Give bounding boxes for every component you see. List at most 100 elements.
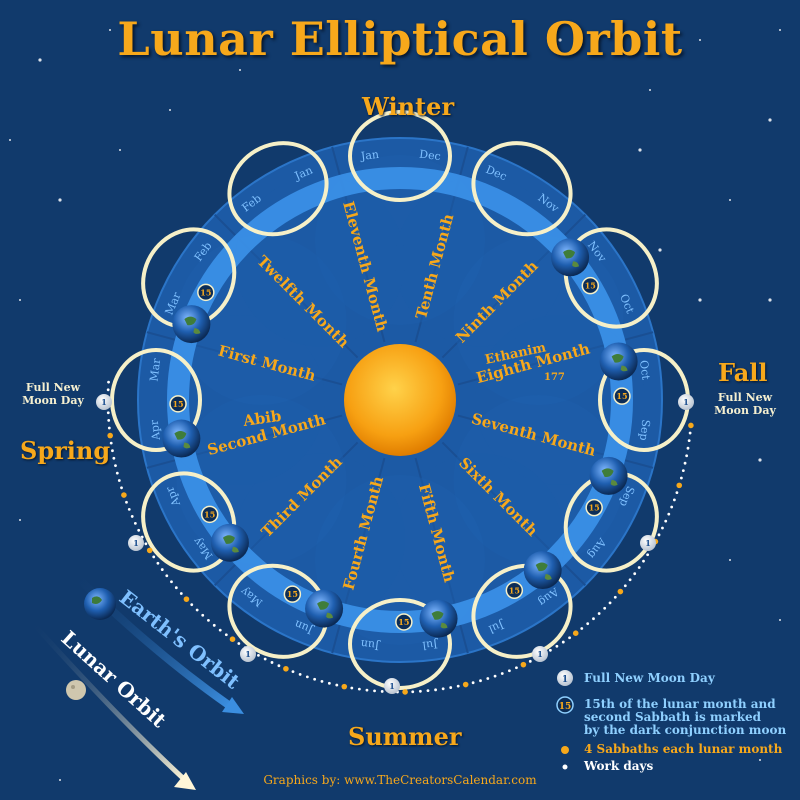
work-day-dot	[127, 507, 131, 511]
star	[638, 148, 642, 152]
sabbath-dot	[462, 681, 469, 688]
svg-text:1: 1	[245, 649, 251, 659]
sector-shade	[315, 155, 485, 325]
fifteen-badge	[283, 585, 302, 603]
work-day-dot	[683, 461, 687, 465]
star	[19, 299, 21, 301]
svg-text:15: 15	[616, 391, 627, 401]
ring-month-label: Jul	[486, 618, 506, 636]
work-day-dot	[561, 640, 565, 644]
work-day-dot	[479, 679, 482, 683]
work-day-dot	[548, 648, 552, 652]
work-day-dot	[686, 446, 690, 450]
season-summer: Summer	[348, 722, 462, 751]
work-day-dot	[568, 636, 571, 640]
star	[239, 69, 241, 71]
star	[19, 519, 21, 521]
work-day-dot	[298, 672, 302, 676]
legend-sabbaths: 4 Sabbaths each lunar month	[584, 742, 783, 756]
work-day-dot	[263, 657, 267, 661]
sabbath-dot	[283, 665, 289, 672]
lunar-loop	[141, 227, 237, 329]
work-day-dot	[277, 664, 281, 668]
work-day-dot	[365, 688, 369, 692]
svg-text:15: 15	[287, 589, 298, 599]
work-day-dot	[597, 612, 601, 615]
ring-month-label: Mar	[147, 357, 163, 382]
star	[658, 248, 662, 252]
new-moon-badge	[678, 394, 694, 410]
lunar-loop	[110, 348, 202, 452]
fifteen-badge	[197, 283, 215, 302]
fifteen-badge	[169, 395, 187, 413]
work-day-dot	[160, 568, 164, 571]
svg-text:15: 15	[172, 399, 183, 409]
page-title: Lunar Elliptical Orbit	[117, 12, 683, 66]
star	[649, 89, 651, 91]
star	[119, 149, 121, 151]
work-day-dot	[411, 690, 415, 694]
svg-text:1: 1	[133, 538, 139, 548]
svg-text:15: 15	[509, 585, 520, 595]
fifteen-badge	[613, 387, 631, 405]
work-day-dot	[608, 601, 612, 605]
work-day-dot	[111, 449, 114, 453]
work-day-dot	[664, 519, 668, 523]
work-day-dot	[661, 526, 664, 530]
fifteen-badge	[505, 581, 524, 600]
work-day-dot	[165, 574, 169, 578]
svg-text:1: 1	[389, 681, 395, 691]
star	[779, 619, 781, 621]
work-day-dot	[434, 688, 437, 692]
work-day-dot	[628, 578, 632, 582]
work-day-dot	[156, 561, 160, 565]
work-day-dot	[117, 479, 121, 482]
work-day-dot	[120, 486, 123, 490]
sabbath-dot	[341, 683, 348, 690]
svg-text:1: 1	[683, 397, 689, 407]
earth-icon	[84, 588, 116, 620]
day-dots	[106, 380, 694, 695]
work-day-dot	[580, 627, 584, 630]
work-day-dot	[305, 675, 309, 679]
lunar-loop	[141, 471, 237, 573]
earth-orbit-label: Earth's Orbit	[115, 585, 245, 694]
work-day-dot	[152, 555, 156, 559]
work-day-dot	[207, 618, 210, 622]
work-day-dot	[687, 439, 691, 443]
new-moon-badge	[96, 394, 112, 410]
work-day-dot	[555, 644, 559, 648]
work-day-dot	[335, 683, 339, 687]
work-day-dot	[201, 613, 205, 617]
ring-month-label: Jan	[359, 148, 380, 163]
work-day-dot	[681, 469, 685, 473]
ring-month-label: Oct	[637, 359, 652, 381]
fifteen-badge	[200, 505, 219, 524]
ring-month-label: Apr	[148, 418, 164, 441]
season-fall: Fall	[718, 358, 768, 387]
work-day-dot	[137, 528, 141, 532]
legend-new-moon: Full New Moon Day	[584, 671, 715, 685]
ring-month-label: Jun	[360, 637, 381, 652]
star	[768, 298, 772, 302]
star	[9, 139, 11, 141]
work-day-dot	[179, 592, 183, 595]
sabbath-dot	[183, 596, 190, 602]
work-day-dot	[115, 471, 119, 475]
star	[758, 458, 762, 462]
work-day-dot	[471, 681, 475, 685]
svg-text:15: 15	[589, 503, 600, 513]
legend-new-moon-icon	[557, 670, 573, 686]
sabbath-dot	[121, 492, 127, 498]
spring-new-moon-note: Full New Moon Day	[22, 381, 84, 407]
sun	[344, 344, 456, 456]
work-day-dot	[679, 476, 683, 480]
star-field	[9, 29, 781, 781]
outer-disk-edge	[137, 137, 663, 663]
svg-text:1: 1	[101, 397, 107, 407]
fifteen-badge	[581, 276, 600, 295]
work-day-dot	[320, 679, 324, 683]
star	[698, 298, 702, 302]
new-moon-badge	[384, 678, 400, 694]
work-day-dot	[418, 689, 422, 693]
